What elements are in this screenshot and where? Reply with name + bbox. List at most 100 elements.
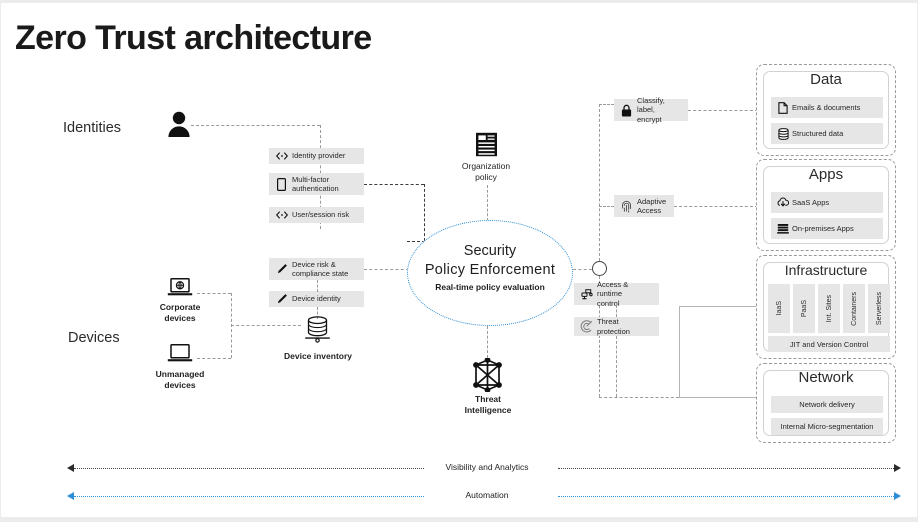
rail-label-visibility: Visibility and Analytics xyxy=(445,462,529,472)
organization-policy-label: Organization policy xyxy=(461,161,511,182)
connector-enforcement-spine-down xyxy=(599,276,600,397)
pillar-row-label: Internal Micro-segmentation xyxy=(780,422,874,431)
infra-cell-label: Serverless xyxy=(875,291,883,326)
file-icon xyxy=(777,101,789,114)
infra-cell-label: IaaS xyxy=(775,301,783,316)
connector-mfa-to-engine xyxy=(407,241,425,242)
infra-cell-serverless[interactable]: Serverless xyxy=(868,284,890,333)
cloud-download-icon xyxy=(777,197,789,209)
fingerprint-icon xyxy=(620,200,633,213)
threat-graph-icon xyxy=(469,358,506,392)
signal-label: Device identity xyxy=(292,294,341,304)
connector-device-chip-spine xyxy=(317,280,318,292)
engine-subtitle: Real-time policy evaluation xyxy=(435,282,545,292)
connector-devices-to-inventory xyxy=(231,325,301,326)
connector-corporate-bracket xyxy=(197,293,231,294)
signal-label: User/session risk xyxy=(292,210,350,220)
pillar-title-data: Data xyxy=(810,71,842,88)
connector-classify-to-data xyxy=(688,110,758,111)
signal-device-identity[interactable]: Device identity xyxy=(269,291,364,307)
infra-cell-iaas[interactable]: IaaS xyxy=(768,284,790,333)
security-policy-enforcement-ellipse xyxy=(407,220,573,326)
signal-label: Identity provider xyxy=(292,151,346,161)
pen-icon xyxy=(275,293,288,306)
signal-label: Device risk & compliance state xyxy=(292,259,349,278)
enforcement-threat-protection[interactable]: Threat protection xyxy=(574,317,659,336)
enforcement-label: Threat protection xyxy=(597,317,630,336)
pillar-title-network: Network xyxy=(798,369,854,386)
mobile-phone-icon xyxy=(275,177,288,191)
diagram-canvas: Zero Trust architecture Identities Devic… xyxy=(1,3,917,517)
pillar-row-label: Structured data xyxy=(792,129,844,138)
column-label-identities: Identities xyxy=(63,120,122,136)
infra-cell-int-sites[interactable]: Int. Sites xyxy=(818,284,840,333)
connector-device-inventory-spine xyxy=(317,307,318,319)
connector-spine-bottom-turn xyxy=(599,397,679,398)
enforcement-label: Classify, label, encrypt xyxy=(637,96,665,124)
connector-infra-network-bracket xyxy=(679,306,680,398)
connector-engine-to-junction xyxy=(573,269,592,270)
visibility-left-line xyxy=(74,468,424,469)
laptop-globe-icon xyxy=(167,278,193,298)
pillar-row-jit-version-control[interactable]: JIT and Version Control xyxy=(768,336,890,352)
rail-label-automation: Automation xyxy=(465,490,509,500)
pillar-row-structured-data[interactable]: Structured data xyxy=(771,123,883,144)
infra-cell-label: PaaS xyxy=(800,299,808,318)
pillar-title-apps: Apps xyxy=(808,166,844,183)
pillar-data[interactable]: Data Emails & documents Structured data xyxy=(756,64,896,156)
signal-label: Multi-factor authentication xyxy=(292,174,339,193)
connector-to-infrastructure xyxy=(679,306,758,307)
connector-spine-adaptive-turn xyxy=(599,206,614,207)
infra-cell-paas[interactable]: PaaS xyxy=(793,284,815,333)
automation-right-arrow xyxy=(894,492,901,500)
connector-unmanaged-bracket xyxy=(197,358,231,359)
pillar-row-saas-apps[interactable]: SaaS Apps xyxy=(771,192,883,213)
pillar-infrastructure[interactable]: Infrastructure IaaS PaaS Int. Sites Cont… xyxy=(756,255,896,359)
pillar-row-network-delivery[interactable]: Network delivery xyxy=(771,396,883,413)
database-icon xyxy=(777,127,789,140)
pillar-row-label: SaaS Apps xyxy=(792,198,830,207)
connector-to-network xyxy=(679,397,758,398)
signal-user-session-risk[interactable]: User/session risk xyxy=(269,207,364,223)
infra-cell-containers[interactable]: Containers xyxy=(843,284,865,333)
pillar-row-label: Network delivery xyxy=(799,400,855,409)
connector-policy-to-engine xyxy=(487,185,488,221)
enforcement-access-runtime-control[interactable]: Access & runtime control xyxy=(574,280,659,308)
pillar-row-on-premises-apps[interactable]: On-premises Apps xyxy=(771,218,883,239)
signal-multi-factor-authentication[interactable]: Multi-factor authentication xyxy=(269,173,364,195)
enforcement-label: Adaptive Access xyxy=(637,196,667,215)
automation-left-arrow xyxy=(67,492,74,500)
device-source-label-corporate: Corporate devices xyxy=(159,302,201,323)
connector-adaptive-to-apps xyxy=(674,206,758,207)
connector-device-risk-to-engine xyxy=(364,269,409,270)
enforcement-adaptive-access[interactable]: Adaptive Access xyxy=(614,195,674,217)
enforcement-label: Access & runtime control xyxy=(597,280,629,308)
automation-left-line xyxy=(74,496,424,497)
pillar-title-infrastructure: Infrastructure xyxy=(784,262,868,278)
page-title: Zero Trust architecture xyxy=(15,19,372,57)
pillar-network[interactable]: Network Network delivery Internal Micro-… xyxy=(756,363,896,443)
pillar-row-label: On-premises Apps xyxy=(792,224,854,233)
connector-mfa-down xyxy=(424,184,425,241)
automation-right-line xyxy=(558,496,894,497)
infra-cell-label: Int. Sites xyxy=(825,294,833,323)
pen-icon xyxy=(275,263,288,276)
pillar-apps[interactable]: Apps SaaS Apps On-premises Apps xyxy=(756,159,896,251)
visibility-left-arrow xyxy=(67,464,74,472)
visibility-right-arrow xyxy=(894,464,901,472)
bidirectional-arrow-icon xyxy=(275,209,288,222)
signal-device-risk-compliance[interactable]: Device risk & compliance state xyxy=(269,258,364,280)
server-stack-icon xyxy=(777,223,789,235)
enforcement-classify-label-encrypt[interactable]: Classify, label, encrypt xyxy=(614,96,688,124)
connector-spine-top-turn xyxy=(599,104,614,105)
device-source-label-unmanaged: Unmanaged devices xyxy=(155,369,205,390)
pillar-row-emails-documents[interactable]: Emails & documents xyxy=(771,97,883,118)
column-label-devices: Devices xyxy=(68,330,120,346)
laptop-icon xyxy=(167,344,193,364)
threat-intelligence-label: Threat Intelligence xyxy=(464,394,512,415)
bidirectional-arrow-icon xyxy=(275,150,288,163)
user-icon xyxy=(167,110,191,138)
pillar-row-label: JIT and Version Control xyxy=(789,339,869,349)
signal-identity-provider[interactable]: Identity provider xyxy=(269,148,364,164)
pillar-row-internal-micro-segmentation[interactable]: Internal Micro-segmentation xyxy=(771,418,883,435)
